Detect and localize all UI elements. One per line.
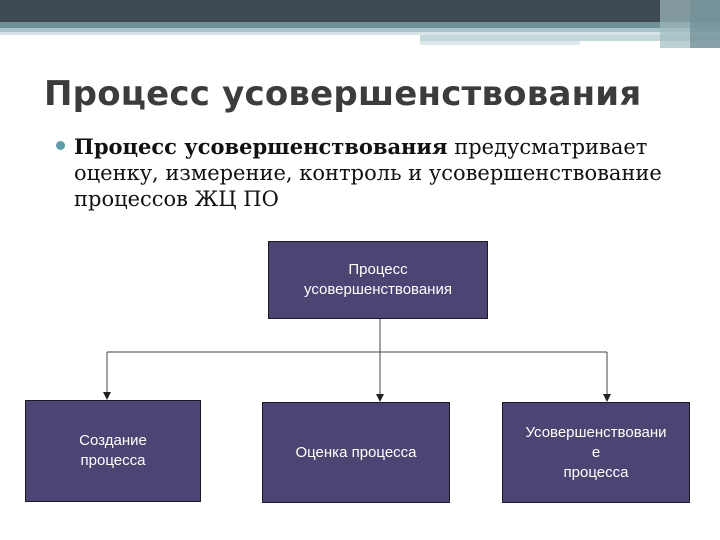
node-improve-line1: Усовершенствовани — [525, 423, 667, 441]
diagram-node-create: Создание процесса — [25, 400, 201, 502]
node-create-line2: процесса — [80, 452, 146, 469]
root-node-line2: усовершенствования — [304, 281, 452, 298]
slide-title: Процесс усовершенствования — [44, 74, 642, 114]
root-node-line1: Процесс — [348, 261, 408, 278]
header-decoration — [0, 0, 720, 48]
bullet-description: предусматривает оценку, измерение, контр… — [74, 135, 662, 211]
node-create-line1: Создание — [79, 432, 147, 449]
diagram-node-improve: Усовершенствовани е процесса — [502, 402, 690, 503]
bullet-dot-icon — [56, 141, 65, 150]
node-improve-line3: процесса — [563, 463, 629, 481]
bullet-bold-term: Процесс усовершенствования — [74, 134, 448, 159]
node-assess-line1: Оценка процесса — [295, 443, 417, 461]
diagram-node-assess: Оценка процесса — [262, 402, 450, 503]
diagram-root-node: Процесс усовершенствования — [268, 241, 488, 319]
node-improve-line2: е — [591, 443, 601, 461]
bullet-item: Процесс усовершенствования предусматрива… — [56, 134, 696, 212]
bullet-text: Процесс усовершенствования предусматрива… — [74, 134, 696, 212]
